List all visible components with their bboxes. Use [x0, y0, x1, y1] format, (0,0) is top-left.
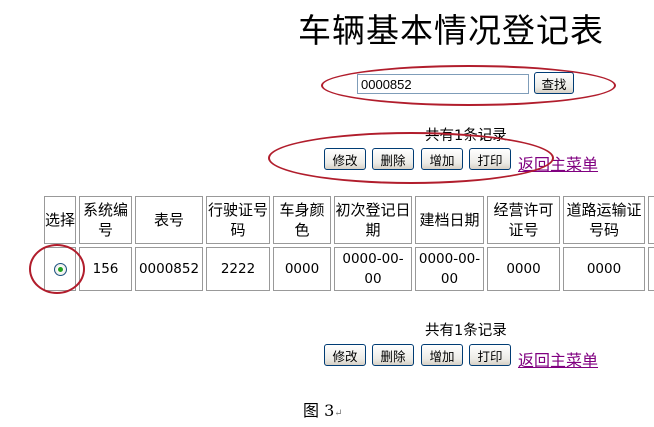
delete-button-top[interactable]: 删除	[372, 148, 414, 170]
edit-button-top[interactable]: 修改	[324, 148, 366, 170]
figure-caption-text: 图 3	[303, 401, 335, 420]
edit-button-bottom[interactable]: 修改	[324, 344, 366, 366]
table-cell-form-number: 0000852	[135, 247, 203, 291]
table-cell-overflow-column	[648, 247, 654, 291]
delete-button-bottom[interactable]: 删除	[372, 344, 414, 366]
return-main-menu-link-top[interactable]: 返回主菜单	[518, 155, 599, 174]
header-form-number: 表号	[135, 196, 203, 244]
row-select-radio[interactable]	[53, 262, 67, 276]
table-cell-body-color: 0000	[273, 247, 331, 291]
return-main-menu-link-bottom[interactable]: 返回主菜单	[518, 351, 599, 370]
print-button-top[interactable]: 打印	[469, 148, 511, 170]
header-select: 选择	[44, 196, 76, 244]
header-archive-date: 建档日期	[415, 196, 484, 244]
radio-checked-dot	[57, 266, 63, 272]
row-select-cell[interactable]	[44, 247, 76, 291]
search-input[interactable]	[357, 74, 529, 94]
add-button-bottom[interactable]: 增加	[421, 344, 463, 366]
print-button-bottom[interactable]: 打印	[469, 344, 511, 366]
header-road-transport-number: 道路运输证号码	[563, 196, 645, 244]
header-first-registration-date: 初次登记日期	[334, 196, 412, 244]
record-count-top: 共有1条记录	[425, 128, 507, 144]
header-body-color: 车身颜色	[273, 196, 331, 244]
header-business-permit-number: 经营许可证号	[487, 196, 560, 244]
table-cell-archive-date: 0000-00-00	[415, 247, 484, 291]
record-count-bottom: 共有1条记录	[425, 323, 507, 339]
header-license-number: 行驶证号码	[206, 196, 270, 244]
paragraph-mark-icon: ↵	[334, 408, 343, 419]
page-title: 车辆基本情况登记表	[298, 11, 604, 50]
table-cell-license-number: 2222	[206, 247, 270, 291]
search-button[interactable]: 查找	[534, 72, 574, 94]
table-cell-first-registration-date: 0000-00-00	[334, 247, 412, 291]
add-button-top[interactable]: 增加	[421, 148, 463, 170]
table-cell-business-permit-number: 0000	[487, 247, 560, 291]
table-cell-system-id: 156	[79, 247, 132, 291]
figure-caption: 图 3↵	[303, 397, 343, 421]
header-overflow-column	[648, 196, 654, 244]
header-system-id: 系统编号	[79, 196, 132, 244]
table-cell-road-transport-number: 0000	[563, 247, 645, 291]
